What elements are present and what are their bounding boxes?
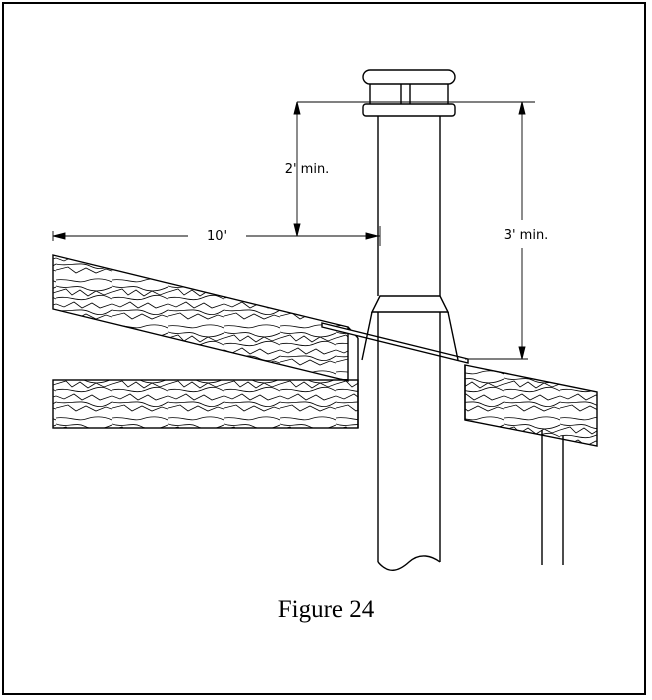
roof-board-upper-left [52,254,349,382]
cap-above-roof-label: 3' min. [504,228,549,243]
cap-above-wall-label: 2' min. [285,162,330,177]
dimension-cap-above-wall [293,101,301,237]
figure-caption: Figure 24 [277,596,375,623]
chimney-pipe [377,116,441,571]
dimension-cap-above-roof [518,101,526,360]
roof-board-right [464,364,598,447]
dimension-horizontal [52,232,379,240]
ceiling-beam [52,379,359,429]
horizontal-clearance-label: 10' [207,229,227,244]
chimney-cap [362,69,456,117]
storm-collar [361,295,459,361]
roof-flashing [321,322,469,364]
wall-studs [541,430,564,565]
